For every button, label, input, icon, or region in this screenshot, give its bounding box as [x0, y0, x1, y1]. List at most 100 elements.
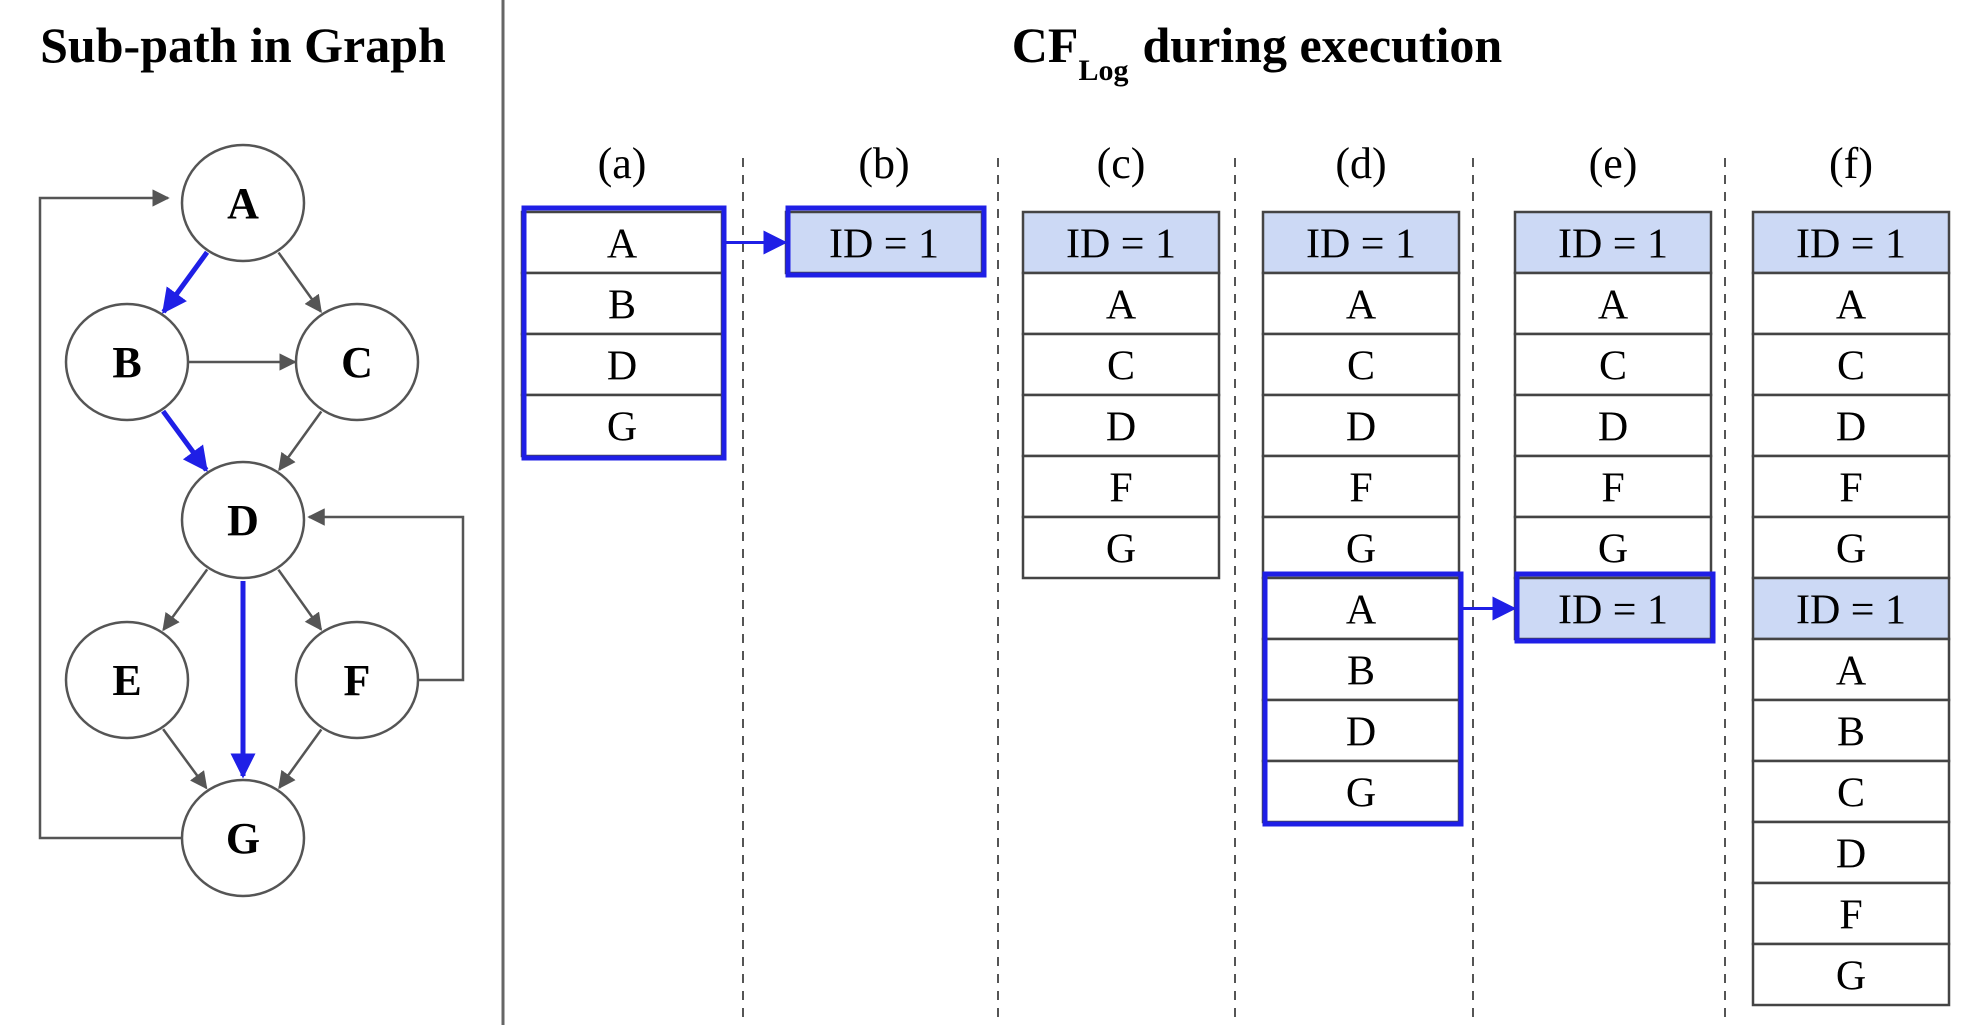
log-cell-text: D	[1598, 405, 1628, 451]
log-cell-text: G	[1346, 771, 1376, 817]
log-cell	[1021, 393, 1221, 458]
id-cell	[1261, 210, 1461, 275]
panel-label: (a)	[598, 139, 647, 188]
highlighted-block	[1514, 571, 1716, 644]
edge-b-d-highlighted	[161, 409, 209, 473]
node-label-d: D	[227, 496, 259, 545]
log-cell-text: G	[607, 405, 637, 451]
right-heading-rest: during execution	[1142, 17, 1502, 73]
log-cell	[1751, 393, 1951, 458]
edge-g-a-loop	[38, 189, 182, 840]
log-cell	[1751, 881, 1951, 946]
log-cell	[1751, 332, 1951, 397]
log-cell-text: A	[1346, 283, 1377, 329]
log-cell-text: D	[1836, 405, 1866, 451]
log-cell-text: D	[1836, 832, 1866, 878]
log-cell-text: D	[1106, 405, 1136, 451]
node-label-g: G	[226, 814, 260, 863]
edge-a-b-highlighted	[161, 250, 210, 314]
id-cell-text: ID = 1	[1558, 588, 1668, 634]
log-cell-text: C	[1837, 344, 1865, 390]
log-cell-text: D	[607, 344, 637, 390]
log-cell-text: G	[1598, 527, 1628, 573]
log-cell-text: F	[1601, 466, 1624, 512]
log-cell-text: F	[1839, 893, 1862, 939]
log-cell-text: A	[1346, 588, 1377, 634]
log-cell-text: G	[1106, 527, 1136, 573]
log-cell-text: A	[607, 222, 638, 268]
edge-f-d-loop	[307, 508, 465, 682]
right-heading: CFLog during execution	[1012, 17, 1503, 87]
id-cell	[1751, 576, 1951, 641]
log-cell-text: B	[1837, 710, 1865, 756]
log-cell-text: B	[1347, 649, 1375, 695]
panel-label: (e)	[1589, 139, 1638, 188]
panel-label: (c)	[1097, 139, 1146, 188]
log-cell-text: D	[1346, 405, 1376, 451]
log-cell	[1021, 332, 1221, 397]
log-cell	[1021, 515, 1221, 580]
log-cell	[1513, 454, 1713, 519]
log-cell-text: B	[608, 283, 636, 329]
panel-label: (f)	[1829, 139, 1873, 188]
log-cell	[1261, 637, 1461, 702]
log-cell	[1513, 271, 1713, 336]
node-label-a: A	[227, 179, 259, 228]
id-cell	[1021, 210, 1221, 275]
log-cell	[1751, 515, 1951, 580]
log-cell	[1261, 454, 1461, 519]
log-cell-text: G	[1836, 527, 1866, 573]
log-cell-text: F	[1839, 466, 1862, 512]
log-cell-text: G	[1346, 527, 1376, 573]
edge-a-c	[277, 251, 322, 314]
node-label-c: C	[341, 338, 373, 387]
node-label-f: F	[344, 656, 371, 705]
edge-d-e	[162, 568, 209, 632]
node-a	[180, 143, 306, 263]
log-cell	[1751, 637, 1951, 702]
log-cell	[1751, 820, 1951, 885]
node-label-e: E	[112, 656, 141, 705]
id-cell-text: ID = 1	[1796, 588, 1906, 634]
log-cell-text: F	[1109, 466, 1132, 512]
log-cell-text: D	[1346, 710, 1376, 756]
log-cell-text: C	[1599, 344, 1627, 390]
log-cell	[1513, 515, 1713, 580]
log-cell	[520, 393, 724, 458]
log-cell	[1261, 332, 1461, 397]
log-cell	[1261, 393, 1461, 458]
id-cell-text: ID = 1	[1796, 222, 1906, 268]
node-e	[64, 620, 190, 740]
id-cell-text: ID = 1	[1306, 222, 1416, 268]
highlighted-block	[521, 205, 727, 461]
log-cell-text: A	[1106, 283, 1137, 329]
log-cell	[1751, 759, 1951, 824]
log-cell	[520, 332, 724, 397]
log-cell-text: A	[1598, 283, 1629, 329]
node-b	[64, 302, 190, 422]
edge-f-g	[278, 728, 323, 790]
id-cell-text: ID = 1	[1066, 222, 1176, 268]
right-heading-subscript: Log	[1078, 54, 1128, 87]
highlighted-block	[785, 205, 987, 278]
panel-label: (d)	[1335, 139, 1386, 188]
edge-e-g	[162, 728, 208, 790]
id-cell-text: ID = 1	[1558, 222, 1668, 268]
highlighted-block	[1262, 571, 1464, 827]
log-cell	[1261, 515, 1461, 580]
edge-c-d	[278, 410, 323, 472]
log-cell	[1021, 271, 1221, 336]
log-cell	[1021, 454, 1221, 519]
right-heading-main: CF	[1012, 17, 1079, 73]
log-cell-text: G	[1836, 954, 1866, 1000]
log-cell-text: C	[1837, 771, 1865, 817]
node-g	[180, 778, 306, 898]
node-f	[294, 620, 420, 740]
log-cell-text: A	[1836, 283, 1867, 329]
node-d	[180, 460, 306, 580]
left-heading: Sub-path in Graph	[40, 17, 446, 73]
log-cell	[1751, 942, 1951, 1007]
